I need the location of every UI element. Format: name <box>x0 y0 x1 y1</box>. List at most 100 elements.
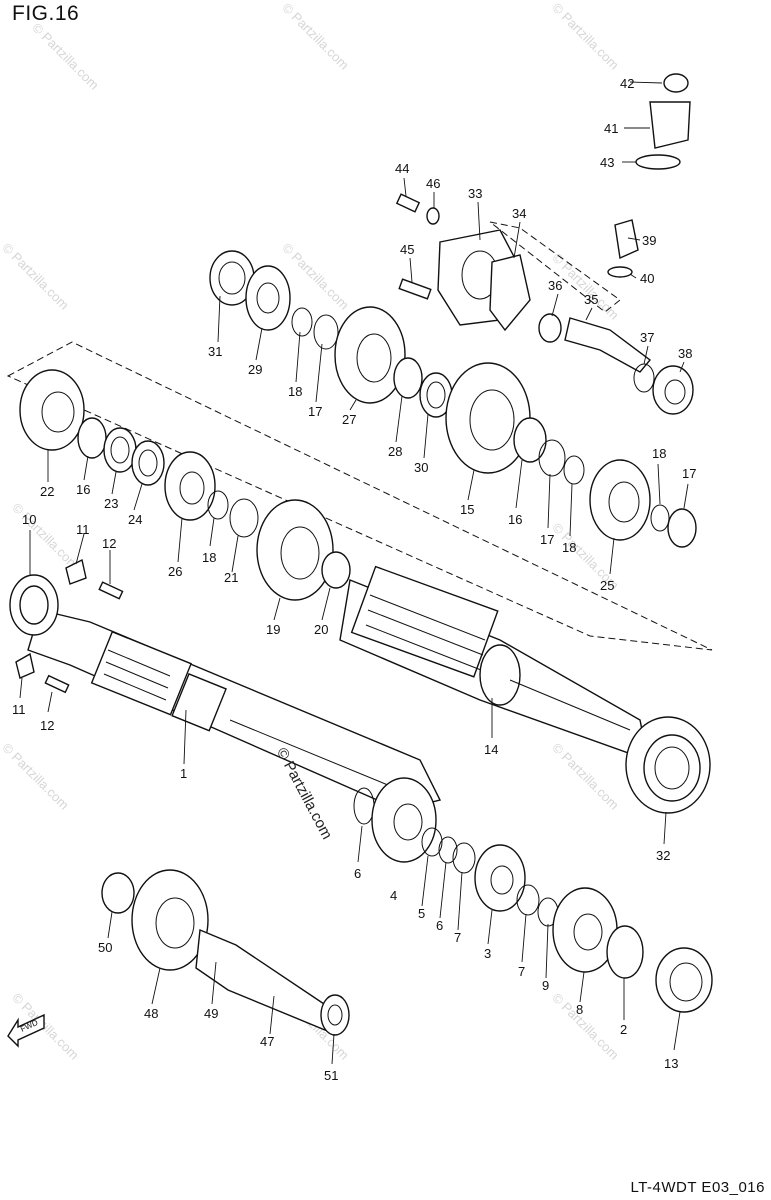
diagram-code: LT-4WDT E03_016 <box>630 1179 765 1196</box>
callout-45: 45 <box>400 242 414 257</box>
callout-26: 26 <box>168 564 182 579</box>
fwd-arrow-icon: FWD <box>7 1013 45 1048</box>
washer-17-upper <box>313 314 339 350</box>
washer-17-right <box>538 439 566 477</box>
callout-31: 31 <box>208 344 222 359</box>
callout-38: 38 <box>678 346 692 361</box>
gear-48 <box>131 869 209 971</box>
callout-37: 37 <box>640 330 654 345</box>
washer-5 <box>421 827 443 857</box>
gear-25 <box>589 459 651 541</box>
callout-51: 51 <box>324 1068 338 1083</box>
callout-18: 18 <box>652 446 666 461</box>
cap-42 <box>663 73 689 93</box>
callout-18: 18 <box>202 550 216 565</box>
counter-shaft <box>339 565 649 762</box>
callout-5: 5 <box>418 906 425 921</box>
washer-23 <box>103 427 137 473</box>
callout-12: 12 <box>102 536 116 551</box>
callout-6: 6 <box>354 866 361 881</box>
callout-50: 50 <box>98 940 112 955</box>
callout-33: 33 <box>468 186 482 201</box>
figure-title: FIG.16 <box>12 2 80 25</box>
bearing-10 <box>9 574 59 636</box>
ring-36 <box>538 313 562 343</box>
leader-lines <box>19 81 689 1065</box>
callout-34: 34 <box>512 206 526 221</box>
gear-3 <box>474 844 526 912</box>
callout-24: 24 <box>128 512 142 527</box>
bolt-45 <box>398 278 432 300</box>
callout-28: 28 <box>388 444 402 459</box>
bolt-12-bottom <box>44 674 70 694</box>
bolt-12-top <box>98 581 124 600</box>
callout-3: 3 <box>484 946 491 961</box>
callout-46: 46 <box>426 176 440 191</box>
callout-19: 19 <box>266 622 280 637</box>
callout-22: 22 <box>40 484 54 499</box>
bushing-41 <box>649 101 691 149</box>
gear-2 <box>606 925 644 979</box>
callout-44: 44 <box>395 161 409 176</box>
callout-18: 18 <box>288 384 302 399</box>
gear-8 <box>552 887 618 973</box>
circlip-6-right <box>438 836 458 864</box>
washer-21 <box>229 498 259 538</box>
callout-14: 14 <box>484 742 498 757</box>
washer-30 <box>419 372 453 418</box>
callout-1: 1 <box>180 766 187 781</box>
callout-11: 11 <box>76 522 90 537</box>
gear-29 <box>245 265 291 331</box>
callout-17: 17 <box>540 532 554 547</box>
washer-24 <box>131 440 165 486</box>
callout-39: 39 <box>642 233 656 248</box>
circlip-18-left <box>207 490 229 520</box>
callout-9: 9 <box>542 978 549 993</box>
callout-43: 43 <box>600 155 614 170</box>
gear-26 <box>164 451 216 521</box>
callout-17: 17 <box>682 466 696 481</box>
callout-20: 20 <box>314 622 328 637</box>
callout-17: 17 <box>308 404 322 419</box>
bushing-16-left <box>77 417 107 459</box>
main-shaft <box>27 609 442 811</box>
bushing-50 <box>101 872 135 914</box>
callout-10: 10 <box>22 512 36 527</box>
callout-36: 36 <box>548 278 562 293</box>
gear-4 <box>371 777 437 863</box>
callout-49: 49 <box>204 1006 218 1021</box>
callout-32: 32 <box>656 848 670 863</box>
lock-plate-11-bottom <box>15 652 35 679</box>
circlip-18-upper <box>291 307 313 337</box>
bearing-32 <box>625 716 711 814</box>
callout-12: 12 <box>40 718 54 733</box>
callout-16: 16 <box>76 482 90 497</box>
callout-27: 27 <box>342 412 356 427</box>
callout-23: 23 <box>104 496 118 511</box>
gasket-34 <box>489 254 531 332</box>
callout-21: 21 <box>224 570 238 585</box>
callout-47: 47 <box>260 1034 274 1049</box>
washer-7-left <box>452 842 476 874</box>
callout-42: 42 <box>620 76 634 91</box>
callout-41: 41 <box>604 121 618 136</box>
callout-2: 2 <box>620 1022 627 1037</box>
callout-15: 15 <box>460 502 474 517</box>
oring-43 <box>635 154 681 170</box>
callout-35: 35 <box>584 292 598 307</box>
gear-15 <box>445 362 531 474</box>
callout-16: 16 <box>508 512 522 527</box>
callout-labels: 42 41 43 44 46 33 34 39 45 40 36 35 37 3… <box>12 76 696 1083</box>
circlip-18-right <box>563 455 585 485</box>
callout-8: 8 <box>576 1002 583 1017</box>
callout-30: 30 <box>414 460 428 475</box>
callout-40: 40 <box>640 271 654 286</box>
countershaft-group-outline <box>6 341 713 651</box>
callout-13: 13 <box>664 1056 678 1071</box>
washer-46 <box>426 207 440 225</box>
callout-7: 7 <box>454 930 461 945</box>
washer-51 <box>320 994 350 1036</box>
washer-17-far <box>667 508 697 548</box>
washer-40 <box>607 266 633 278</box>
